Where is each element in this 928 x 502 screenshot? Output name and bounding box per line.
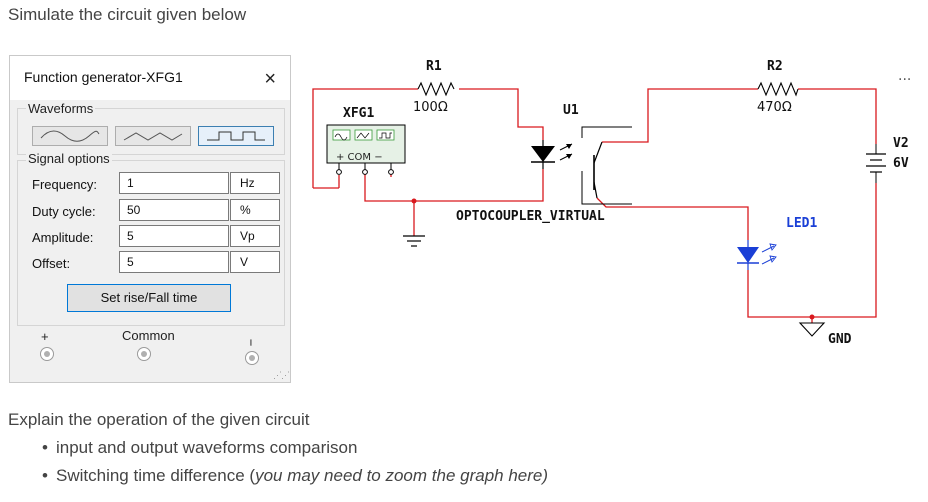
triangle-wave-icon	[123, 132, 183, 141]
waveforms-group	[17, 108, 285, 155]
bullet-waveform-comparison: input and output waveforms comparison	[42, 438, 548, 466]
waveforms-label: Waveforms	[26, 101, 96, 116]
close-icon: ×	[264, 68, 276, 90]
junction-dot-right	[809, 314, 815, 320]
gnd-label: GND	[828, 332, 852, 347]
v2-battery[interactable]	[866, 144, 886, 183]
common-terminal-label: Common	[122, 328, 175, 343]
generator-com-label: + COM −	[336, 152, 383, 163]
junction-dot-left	[411, 198, 417, 204]
r2-resistor[interactable]	[757, 81, 799, 97]
plus-terminal-label: +	[41, 329, 49, 344]
frequency-field[interactable]: 1	[119, 172, 229, 194]
dialog-title: Function generator-XFG1	[24, 69, 183, 85]
frequency-label: Frequency:	[32, 177, 98, 192]
r2-value: 470Ω	[757, 100, 792, 115]
minus-terminal[interactable]	[245, 351, 259, 365]
r2-label: R2	[767, 59, 783, 74]
resize-grip-icon[interactable]: ⋰⋰	[273, 370, 290, 380]
triangle-wave-button[interactable]	[115, 126, 191, 146]
amplitude-label: Amplitude:	[32, 230, 94, 245]
u1-label: U1	[563, 103, 579, 118]
square-wave-button[interactable]	[198, 126, 274, 146]
dialog-titlebar: Function generator-XFG1 ×	[10, 56, 290, 100]
function-generator-dialog: Function generator-XFG1 × Waveforms Sign…	[9, 55, 291, 383]
question-title: Simulate the circuit given below	[8, 5, 247, 24]
v2-label: V2	[893, 136, 909, 151]
v2-value: 6V	[893, 156, 909, 171]
more-options-icon[interactable]: ...	[898, 68, 911, 84]
signal-options-label: Signal options	[26, 151, 112, 166]
close-button[interactable]: ×	[248, 58, 288, 96]
offset-unit-select[interactable]: V	[230, 251, 280, 273]
ground-symbol-left	[403, 235, 425, 247]
offset-field[interactable]: 5	[119, 251, 229, 273]
xfg1-generator[interactable]: + COM −	[326, 124, 406, 175]
explain-text: Explain the operation of the given circu…	[8, 410, 310, 429]
question-bullets: input and output waveforms comparison Sw…	[42, 438, 548, 494]
duty-cycle-field[interactable]: 50	[119, 199, 229, 221]
amplitude-unit-select[interactable]: Vp	[230, 225, 280, 247]
r1-resistor[interactable]	[417, 81, 455, 97]
wires	[312, 88, 877, 323]
plus-terminal[interactable]	[40, 347, 54, 361]
amplitude-field[interactable]: 5	[119, 225, 229, 247]
r1-label: R1	[426, 59, 442, 74]
signal-options-group	[17, 160, 285, 326]
xfg1-label: XFG1	[343, 106, 374, 121]
bullet-switching-time: Switching time difference (you may need …	[42, 466, 548, 494]
duty-cycle-label: Duty cycle:	[32, 204, 96, 219]
frequency-unit-select[interactable]: Hz	[230, 172, 280, 194]
circuit-schematic: + COM − XFG1 R1 100Ω U1 OPTOCOUPLER_VIRT…	[312, 59, 911, 347]
set-rise-fall-time-button[interactable]: Set rise/Fall time	[67, 284, 231, 312]
led1-label: LED1	[786, 216, 817, 231]
u1-optocoupler[interactable]	[531, 126, 632, 205]
sine-wave-icon	[40, 130, 100, 142]
ground-symbol-right	[798, 322, 826, 337]
square-wave-icon	[207, 131, 265, 141]
r1-value: 100Ω	[413, 100, 448, 115]
sine-wave-button[interactable]	[32, 126, 108, 146]
led1[interactable]	[737, 240, 777, 270]
offset-label: Offset:	[32, 256, 71, 271]
duty-cycle-unit[interactable]: %	[230, 199, 280, 221]
common-terminal[interactable]	[137, 347, 151, 361]
optocoupler-label: OPTOCOUPLER_VIRTUAL	[456, 209, 605, 224]
